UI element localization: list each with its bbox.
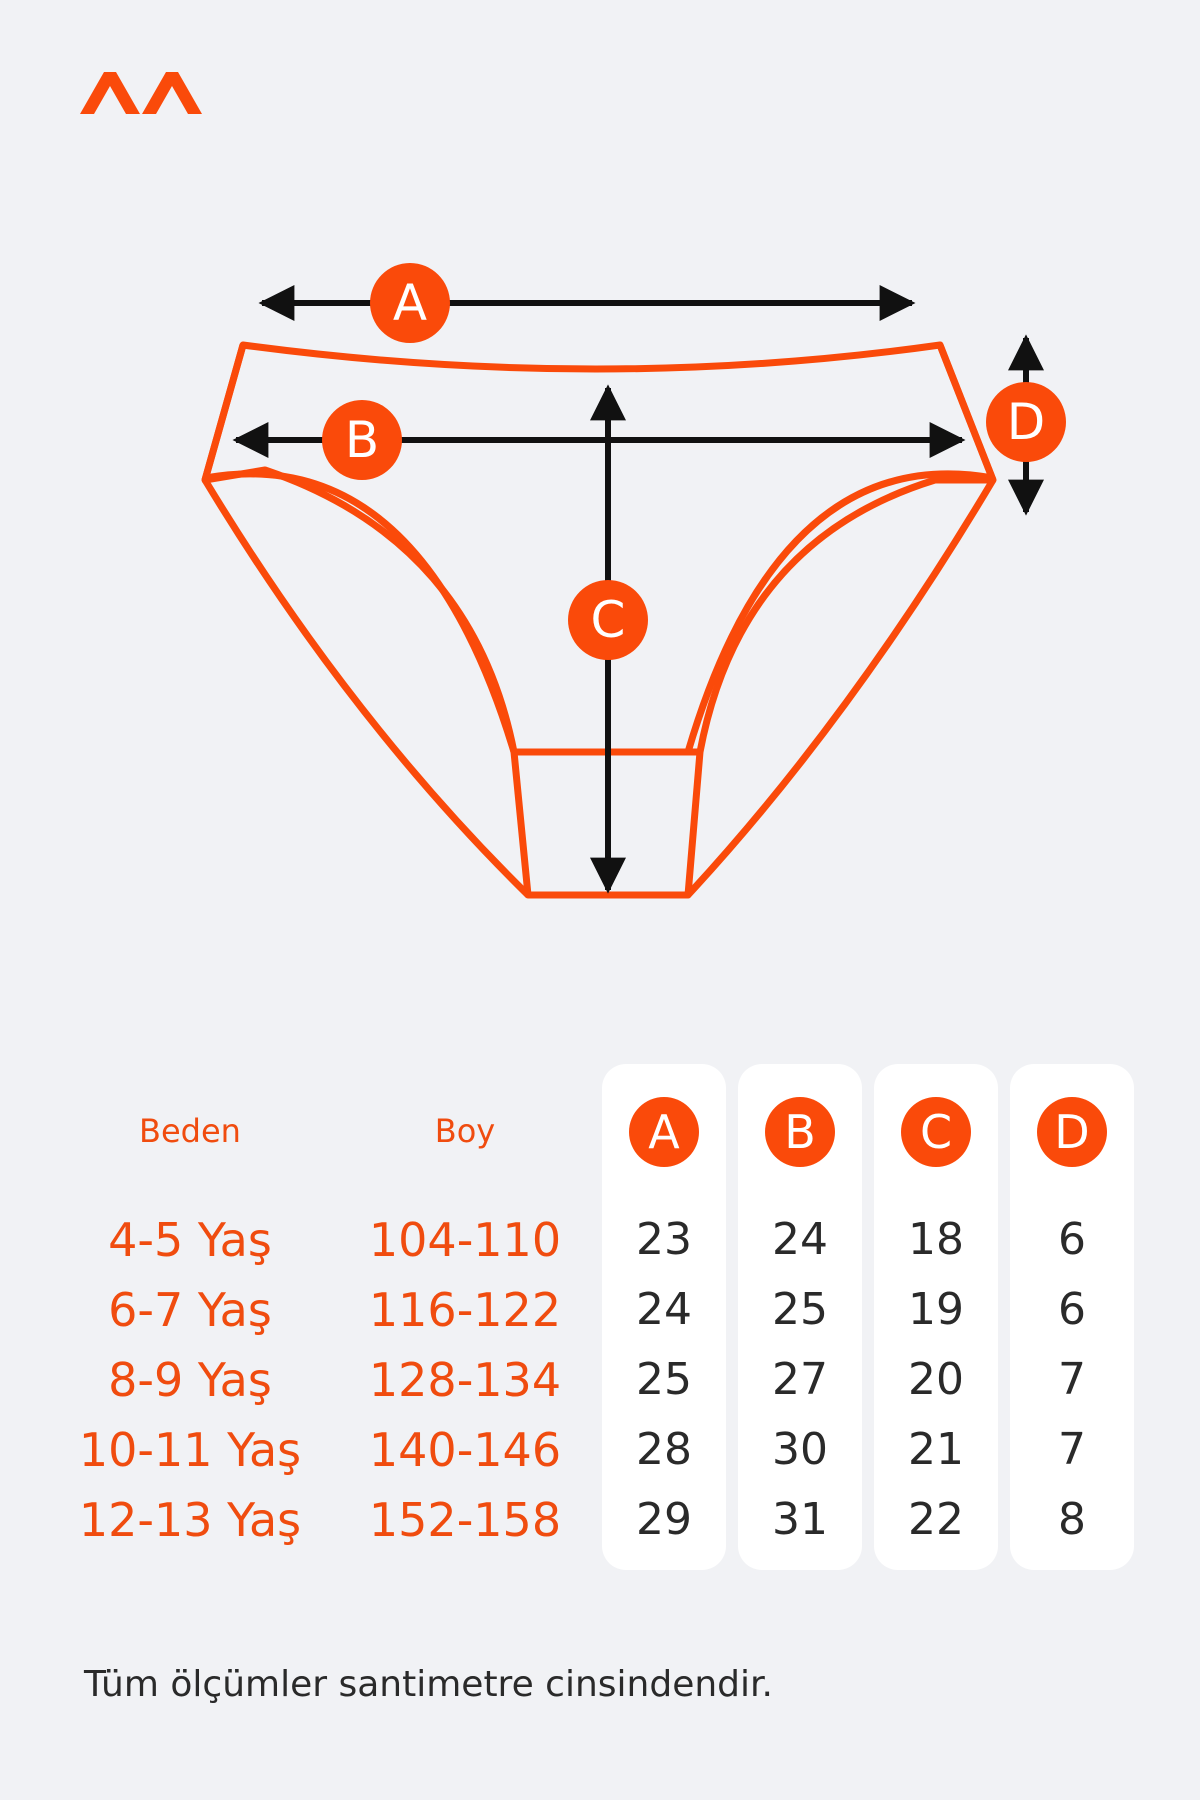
cell-a: 24 [636, 1284, 692, 1335]
cell-d: 7 [1058, 1354, 1086, 1405]
cell-d: 8 [1058, 1494, 1086, 1545]
cell-size: 10-11 Yaş [78, 1423, 302, 1477]
table-row: 10-11 Yaş 140-146 28 30 21 7 [0, 1415, 1200, 1485]
table-row: 8-9 Yaş 128-134 25 27 20 7 [0, 1345, 1200, 1415]
cell-size: 8-9 Yaş [108, 1353, 272, 1407]
cell-height: 104-110 [368, 1213, 562, 1267]
cell-size: 12-13 Yaş [78, 1493, 302, 1547]
cell-height: 152-158 [368, 1493, 562, 1547]
cell-height: 140-146 [368, 1423, 562, 1477]
badge-b-label: B [345, 411, 379, 469]
cell-a: 29 [636, 1494, 692, 1545]
table-row: 12-13 Yaş 152-158 29 31 22 8 [0, 1485, 1200, 1555]
brand-logo-icon [80, 72, 202, 114]
badge-c-label: C [591, 591, 626, 649]
header-a: A [629, 1097, 699, 1167]
cell-c: 18 [908, 1214, 964, 1265]
cell-d: 7 [1058, 1424, 1086, 1475]
cell-height: 128-134 [368, 1353, 562, 1407]
cell-c: 19 [908, 1284, 964, 1335]
cell-b: 25 [772, 1284, 828, 1335]
cell-height: 116-122 [368, 1283, 562, 1337]
header-height: Boy [434, 1112, 496, 1150]
header-size: Beden [139, 1112, 241, 1150]
cell-b: 31 [772, 1494, 828, 1545]
header-b: B [765, 1097, 835, 1167]
cell-size: 4-5 Yaş [108, 1213, 272, 1267]
badge-b: B [322, 400, 402, 480]
table-row: 6-7 Yaş 116-122 24 25 19 6 [0, 1275, 1200, 1345]
badge-a: A [370, 263, 450, 343]
table-row: 4-5 Yaş 104-110 23 24 18 6 [0, 1205, 1200, 1275]
cell-b: 24 [772, 1214, 828, 1265]
badge-c: C [568, 580, 648, 660]
cell-a: 28 [636, 1424, 692, 1475]
garment-outline [201, 341, 997, 899]
garment-diagram: A B C D [201, 263, 1066, 899]
badge-a-label: A [393, 274, 427, 332]
footnote: Tüm ölçümler santimetre cinsindendir. [84, 1664, 773, 1705]
cell-a: 25 [636, 1354, 692, 1405]
cell-a: 23 [636, 1214, 692, 1265]
cell-b: 27 [772, 1354, 828, 1405]
cell-b: 30 [772, 1424, 828, 1475]
cell-size: 6-7 Yaş [108, 1283, 272, 1337]
cell-c: 20 [908, 1354, 964, 1405]
cell-c: 21 [908, 1424, 964, 1475]
cell-c: 22 [908, 1494, 964, 1545]
badge-d: D [986, 382, 1066, 462]
header-c: C [901, 1097, 971, 1167]
header-d: D [1037, 1097, 1107, 1167]
cell-d: 6 [1058, 1214, 1086, 1265]
badge-d-label: D [1007, 393, 1046, 451]
cell-d: 6 [1058, 1284, 1086, 1335]
